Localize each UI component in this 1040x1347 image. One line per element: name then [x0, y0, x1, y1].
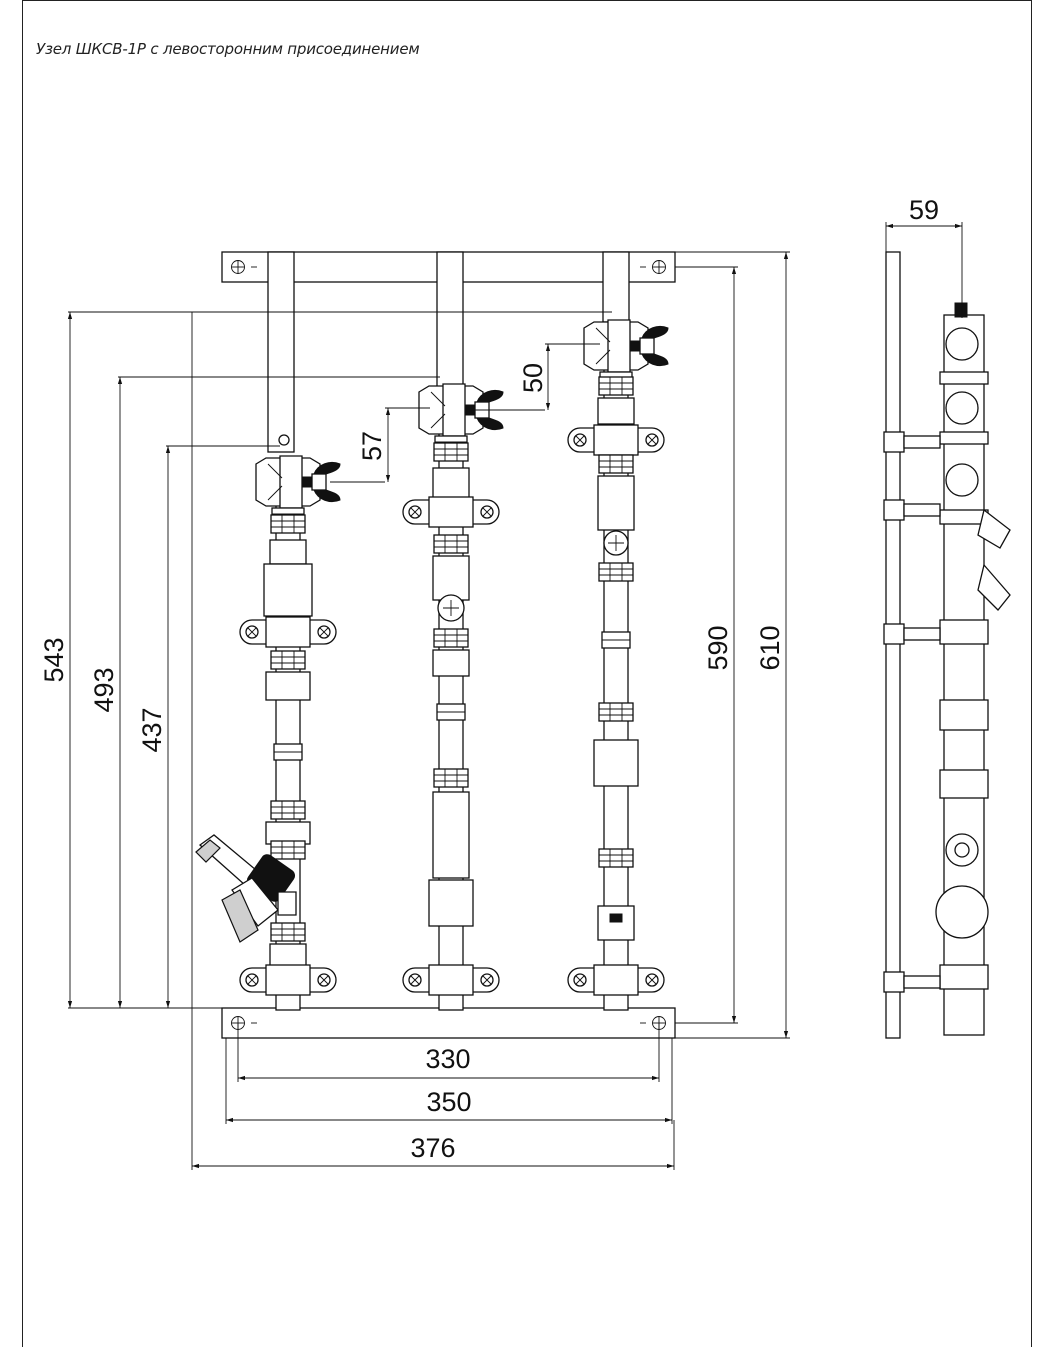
dim-590: 590	[675, 266, 738, 1024]
dim-437: 437	[137, 445, 280, 1008]
svg-text:330: 330	[425, 1044, 470, 1074]
support-rod-right	[602, 251, 630, 323]
svg-text:543: 543	[39, 637, 69, 682]
dim-330: 330	[237, 1023, 660, 1082]
balancing-valve	[195, 834, 297, 943]
side-view	[883, 251, 1011, 1039]
svg-text:437: 437	[137, 707, 167, 752]
svg-text:610: 610	[755, 625, 785, 670]
bottom-rail	[221, 1007, 676, 1039]
dim-350: 350	[225, 1038, 673, 1124]
ball-valve-middle	[418, 383, 504, 449]
svg-text:350: 350	[426, 1087, 471, 1117]
dim-57: 57	[330, 407, 430, 483]
dim-59: 59	[885, 195, 963, 318]
dim-493: 493	[89, 376, 440, 1008]
dim-376: 376	[191, 312, 675, 1170]
svg-text:590: 590	[703, 625, 733, 670]
drawing-title: Узел ШКСВ-1Р с левосторонним присоединен…	[36, 40, 420, 58]
drawing-frame	[22, 0, 1032, 1347]
ball-valve-left	[255, 455, 341, 521]
support-rod-left	[267, 251, 295, 453]
riser-left	[195, 455, 341, 1011]
ball-valve-right	[583, 319, 669, 385]
svg-text:50: 50	[518, 363, 548, 393]
dim-50: 50	[470, 343, 600, 411]
svg-text:376: 376	[410, 1133, 455, 1163]
riser-right	[567, 319, 669, 1011]
riser-middle	[402, 383, 504, 1011]
dim-610: 610	[675, 251, 790, 1039]
svg-text:493: 493	[89, 667, 119, 712]
support-rod-middle	[436, 251, 464, 393]
svg-text:59: 59	[909, 195, 939, 225]
svg-text:57: 57	[357, 431, 387, 461]
pipe-clamp	[239, 616, 337, 648]
dim-543: 543	[39, 311, 612, 1009]
